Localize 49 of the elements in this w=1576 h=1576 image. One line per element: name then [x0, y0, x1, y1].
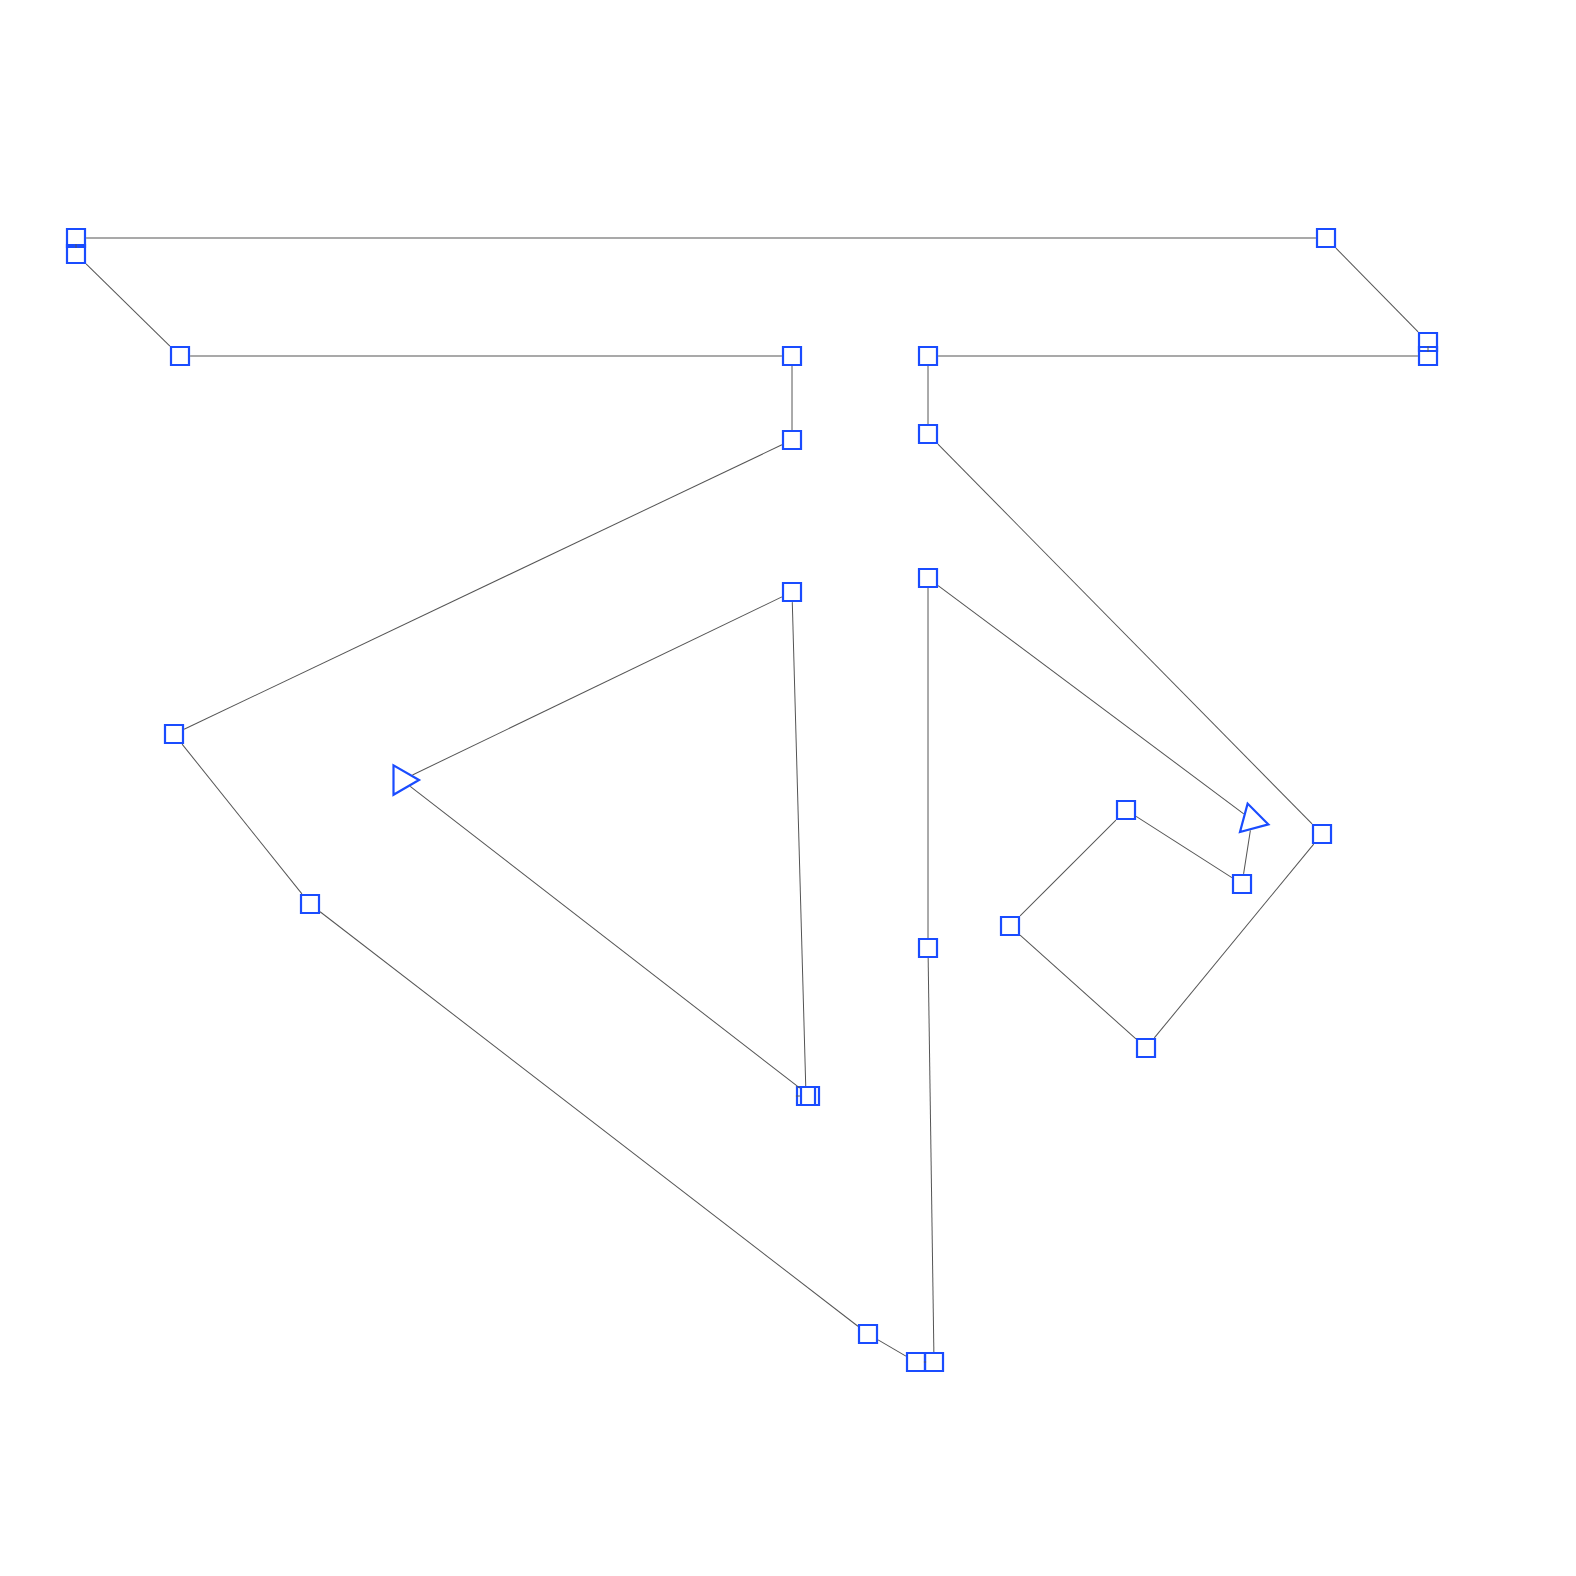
- outline-segment: [409, 785, 801, 1089]
- anchor-point-square: [65, 243, 87, 265]
- anchor-point-square: [917, 345, 939, 367]
- outline-segment: [1153, 843, 1315, 1039]
- anchor-point-square: [1315, 227, 1337, 249]
- outline-segment: [1135, 815, 1233, 879]
- anchor-point-square: [917, 423, 939, 445]
- anchor-point-square: [1115, 799, 1137, 821]
- outline-segment: [927, 957, 935, 1353]
- outline-segment: [1335, 247, 1419, 333]
- anchor-point-square: [999, 915, 1021, 937]
- outline-segment: [791, 601, 807, 1087]
- anchor-point-square: [905, 1351, 927, 1373]
- anchor-point-square: [781, 429, 803, 451]
- anchor-point-square: [163, 723, 185, 745]
- anchor-point-square: [299, 893, 321, 915]
- anchor-point-square: [1417, 331, 1439, 353]
- outline-segment: [927, 365, 929, 425]
- outline-segment: [937, 585, 1245, 815]
- anchor-point-square: [1135, 1037, 1157, 1059]
- outline-segment: [795, 1095, 801, 1097]
- anchor-point-square: [857, 1323, 879, 1345]
- outline-segment: [1019, 819, 1117, 917]
- anchor-point-square: [917, 937, 939, 959]
- outline-segment: [85, 237, 1317, 239]
- outline-segment: [85, 263, 171, 347]
- outline-segment: [877, 1339, 907, 1357]
- outline-segment: [937, 355, 1419, 357]
- anchor-point-square: [917, 567, 939, 589]
- outline-segment: [937, 443, 1313, 825]
- outline-segment: [1243, 829, 1251, 875]
- outline-segment: [411, 596, 783, 776]
- outline-segment: [319, 911, 859, 1327]
- anchor-point-square: [1417, 345, 1439, 367]
- anchor-point-square: [169, 345, 191, 367]
- outline-segment: [75, 243, 77, 249]
- anchor-point-square: [1311, 823, 1333, 845]
- outline-segment: [1019, 934, 1137, 1040]
- anchor-point-square: [781, 345, 803, 367]
- anchor-point-square: [781, 581, 803, 603]
- outline-segment: [927, 587, 929, 939]
- anchor-point-square: [65, 227, 87, 249]
- anchor-point-square: [1231, 873, 1253, 895]
- outline-segment: [181, 743, 303, 895]
- outline-segment: [189, 355, 783, 357]
- anchor-point-square: [923, 1351, 945, 1373]
- outline-segment: [183, 444, 783, 730]
- outline-segment: [1427, 345, 1429, 353]
- outline-segment: [791, 365, 793, 431]
